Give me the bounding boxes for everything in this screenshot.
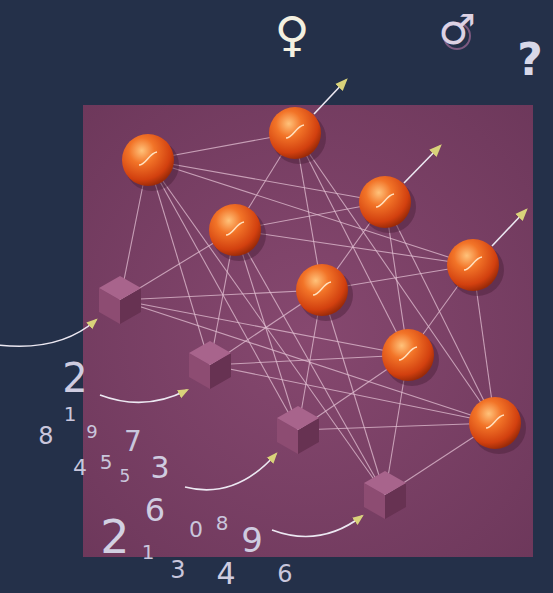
cube-face <box>189 341 231 365</box>
input-arrow <box>185 454 276 490</box>
neuron-ball <box>469 397 521 449</box>
output-symbol: ♂ <box>438 9 476 51</box>
input-digit: 3 <box>150 453 169 483</box>
input-arrow <box>0 320 96 346</box>
input-digit: 8 <box>38 424 53 448</box>
neuron-ball <box>209 204 261 256</box>
sigmoid-glyph <box>226 222 244 235</box>
weight-line <box>210 365 495 423</box>
weights <box>120 133 495 495</box>
neurons <box>122 107 526 454</box>
weight-line <box>322 290 385 495</box>
neuron <box>447 239 504 296</box>
neuron <box>296 264 353 321</box>
input-digit: 2 <box>62 358 87 398</box>
sigmoid-glyph <box>486 415 504 428</box>
neuron <box>122 134 179 191</box>
output-arrows <box>314 80 526 246</box>
output-arrow <box>492 210 526 246</box>
cube-face <box>364 471 406 495</box>
neuron <box>269 107 326 164</box>
neuron-ball <box>447 239 499 291</box>
input-digit: 6 <box>145 494 165 526</box>
cube-face <box>99 276 141 300</box>
weight-line <box>148 160 385 495</box>
sigmoid-glyph <box>286 125 304 138</box>
cube-face <box>277 406 319 430</box>
input-digit: 1 <box>142 542 155 562</box>
neuron-ball <box>296 264 348 316</box>
input-digit: 4 <box>216 559 235 589</box>
neuron-ball <box>382 329 434 381</box>
input-arrow <box>100 390 187 402</box>
weight-line <box>148 160 210 365</box>
input-digit: 4 <box>73 457 87 479</box>
weight-line <box>295 133 408 355</box>
sigmoid-glyph <box>376 194 394 207</box>
input-digit: 5 <box>120 468 131 485</box>
input-cube <box>277 406 319 454</box>
neuron-ball <box>122 134 174 186</box>
input-cube <box>99 276 141 324</box>
input-arrows <box>0 320 362 536</box>
weight-line <box>148 160 385 202</box>
input-digit: 9 <box>86 423 97 441</box>
input-digit: 8 <box>216 513 229 533</box>
output-symbol: ♀ <box>274 10 309 58</box>
neuron <box>382 329 439 386</box>
weight-line <box>120 300 495 423</box>
input-digit: 7 <box>124 428 142 456</box>
input-digit: 0 <box>189 519 203 541</box>
output-arrow <box>404 146 440 183</box>
sigmoid-glyph <box>464 257 482 270</box>
sigmoid-glyph <box>313 282 331 295</box>
weight-line <box>148 160 298 430</box>
output-arrow <box>314 80 346 114</box>
neuron-ball <box>269 107 321 159</box>
input-digit: 5 <box>100 452 113 472</box>
input-digit: 3 <box>170 558 185 582</box>
neuron <box>469 397 526 454</box>
panel <box>83 105 533 557</box>
inputs <box>99 276 406 519</box>
neuron <box>359 176 416 233</box>
input-cube <box>189 341 231 389</box>
weight-line <box>235 230 385 495</box>
neuron <box>209 204 266 261</box>
sigmoid-glyph <box>139 152 157 165</box>
input-digit: 9 <box>241 523 263 557</box>
input-digit: 2 <box>100 514 129 560</box>
input-digit: 6 <box>277 562 292 586</box>
input-cube <box>364 471 406 519</box>
weight-line <box>235 230 473 265</box>
weight-line <box>385 202 495 423</box>
input-arrow <box>272 516 362 536</box>
sigmoid-glyph <box>399 347 417 360</box>
input-digit: 1 <box>64 404 77 424</box>
neuron-ball <box>359 176 411 228</box>
weight-line <box>148 160 473 265</box>
output-symbol: ? <box>517 38 543 82</box>
